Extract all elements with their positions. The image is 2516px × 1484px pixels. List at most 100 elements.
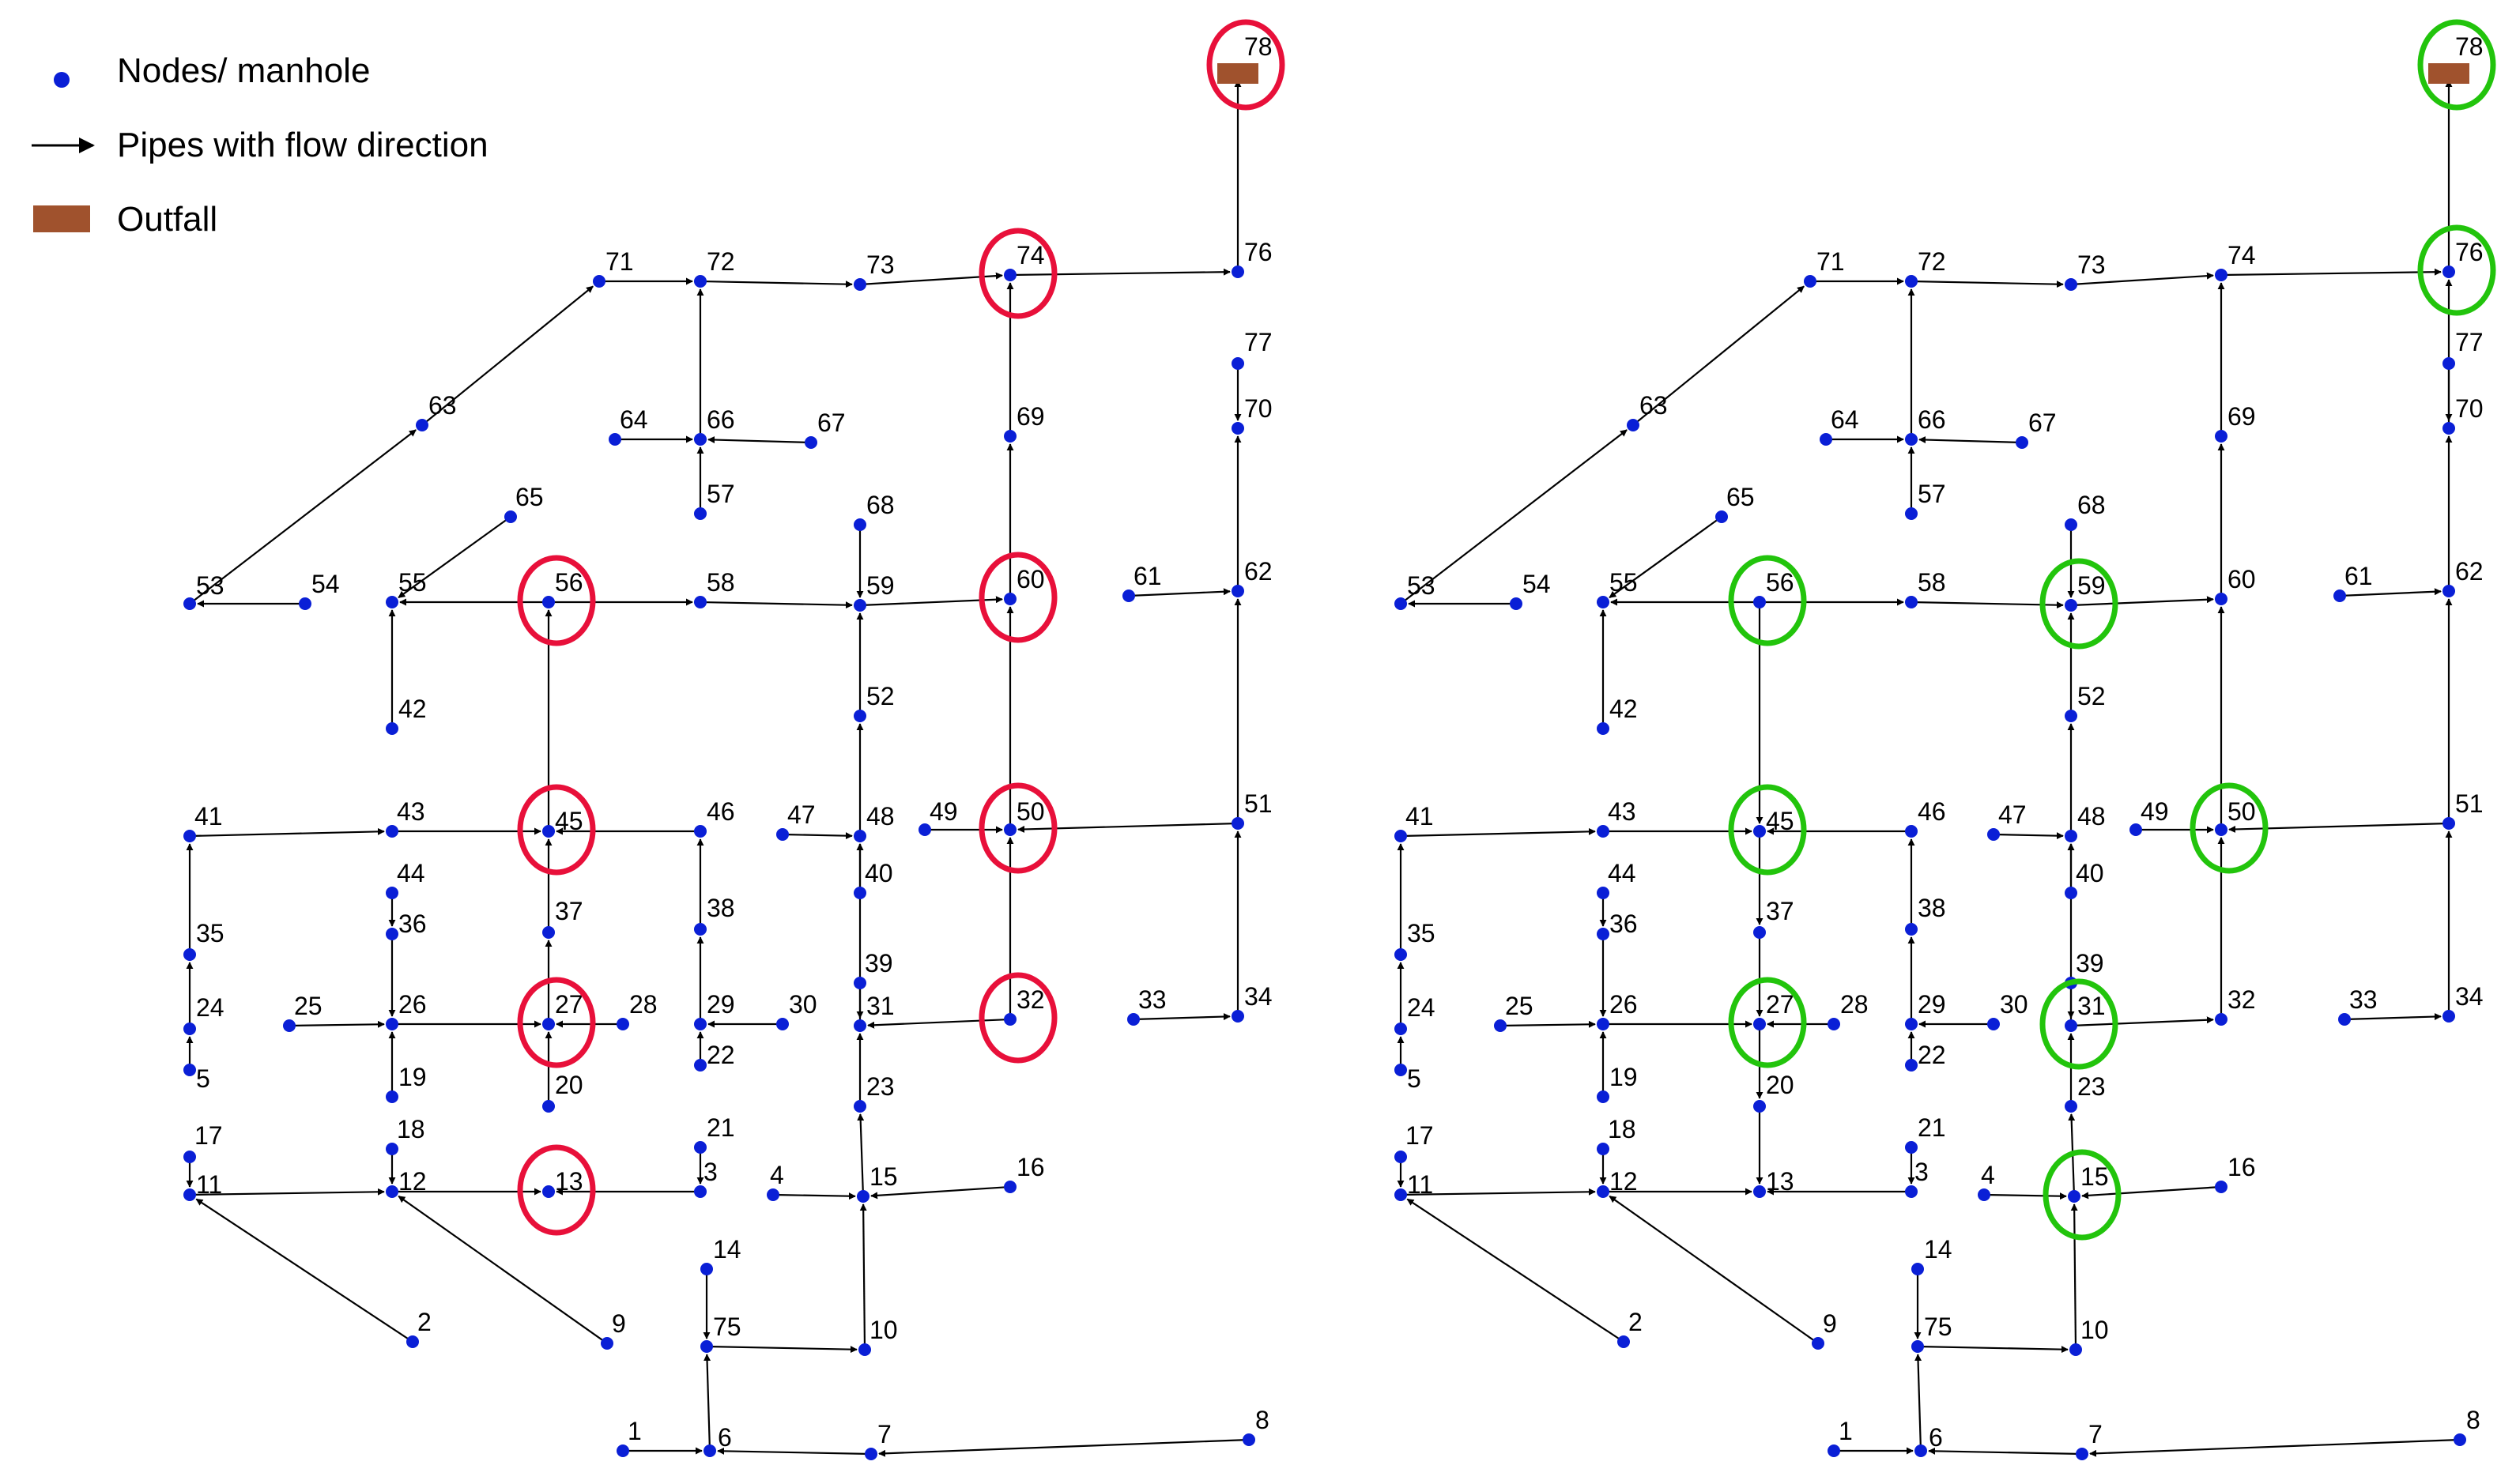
- highlight-circle-50: [979, 782, 1058, 874]
- node-14: [700, 1263, 713, 1275]
- node-label-71: 71: [1816, 247, 1845, 276]
- pipe-25-to-26: [289, 1020, 385, 1028]
- node-label-2: 2: [417, 1308, 432, 1336]
- node-label-6: 6: [718, 1423, 732, 1452]
- node-label-5: 5: [196, 1064, 210, 1093]
- node-label-31: 31: [866, 992, 895, 1020]
- node-69: [2215, 430, 2227, 443]
- node-label-78: 78: [2455, 32, 2484, 61]
- node-55: [386, 596, 398, 608]
- node-label-23: 23: [866, 1072, 895, 1101]
- node-label-64: 64: [620, 405, 648, 434]
- node-label-21: 21: [1918, 1113, 1946, 1142]
- node-label-7: 7: [877, 1420, 892, 1448]
- node-label-30: 30: [2000, 990, 2028, 1019]
- node-label-61: 61: [1134, 562, 1162, 590]
- pipe-65-to-55: [1609, 516, 1722, 599]
- legend-outfall-symbol: [33, 205, 90, 232]
- node-47: [1987, 828, 2000, 841]
- node-label-56: 56: [555, 568, 583, 597]
- node-label-53: 53: [1407, 571, 1435, 600]
- node-33: [2338, 1013, 2351, 1026]
- node-label-12: 12: [1609, 1167, 1638, 1196]
- node-57: [694, 507, 707, 520]
- outfall: [1217, 63, 1258, 84]
- node-label-39: 39: [2076, 949, 2104, 977]
- node-label-36: 36: [1609, 910, 1638, 938]
- node-label-25: 25: [1505, 992, 1533, 1020]
- node-label-75: 75: [1924, 1313, 1952, 1341]
- node-label-46: 46: [1918, 797, 1946, 826]
- node-label-39: 39: [865, 949, 893, 977]
- node-label-29: 29: [1918, 990, 1946, 1019]
- node-label-74: 74: [1017, 241, 1045, 269]
- pipe-11-to-12: [189, 1188, 385, 1196]
- node-6: [1914, 1444, 1927, 1457]
- node-label-35: 35: [1407, 919, 1435, 947]
- node-label-38: 38: [1918, 894, 1946, 922]
- pipe-7-to-6: [717, 1447, 872, 1456]
- pipe-61-to-62: [1128, 588, 1231, 597]
- node-26: [386, 1018, 398, 1030]
- highlight-circle-56: [1728, 555, 1807, 646]
- node-label-33: 33: [2349, 985, 2378, 1014]
- node-11: [183, 1188, 196, 1201]
- node-label-77: 77: [1244, 328, 1273, 356]
- node-58: [1905, 596, 1918, 608]
- node-label-25: 25: [294, 992, 323, 1020]
- node-label-66: 66: [1918, 405, 1946, 434]
- node-label-63: 63: [1639, 391, 1668, 420]
- node-37: [542, 926, 555, 939]
- node-label-77: 77: [2455, 328, 2484, 356]
- node-label-70: 70: [1244, 394, 1273, 423]
- node-label-72: 72: [1918, 247, 1946, 276]
- pipe-10-to-15: [2070, 1203, 2078, 1350]
- node-label-38: 38: [707, 894, 735, 922]
- outfall: [2428, 63, 2469, 84]
- node-59: [2065, 599, 2077, 612]
- node-46: [694, 825, 707, 838]
- pipe-61-to-62: [2339, 588, 2442, 597]
- node-label-15: 15: [2080, 1162, 2109, 1191]
- node-72: [1905, 275, 1918, 288]
- node-label-34: 34: [1244, 982, 1273, 1011]
- node-label-40: 40: [865, 859, 893, 887]
- node-3: [694, 1185, 707, 1198]
- node-17: [183, 1151, 196, 1163]
- node-23: [2065, 1100, 2077, 1113]
- node-26: [1597, 1018, 1609, 1030]
- node-label-27: 27: [1766, 990, 1794, 1019]
- node-label-10: 10: [869, 1316, 898, 1344]
- node-label-71: 71: [605, 247, 634, 276]
- node-71: [1804, 275, 1816, 288]
- node-label-46: 46: [707, 797, 735, 826]
- node-57: [1905, 507, 1918, 520]
- node-label-62: 62: [1244, 557, 1273, 586]
- pipe-47-to-48: [782, 832, 853, 840]
- legend-node-symbol: [54, 72, 70, 88]
- node-label-28: 28: [1840, 990, 1869, 1019]
- pipe-10-to-15: [859, 1203, 867, 1350]
- node-9: [601, 1337, 613, 1350]
- node-24: [1394, 1023, 1407, 1035]
- node-label-41: 41: [194, 802, 223, 831]
- node-31: [2065, 1019, 2077, 1032]
- node-62: [2442, 585, 2455, 597]
- node-label-54: 54: [1522, 570, 1551, 598]
- node-label-20: 20: [1766, 1071, 1794, 1099]
- node-label-29: 29: [707, 990, 735, 1019]
- node-label-42: 42: [1609, 695, 1638, 723]
- highlight-circle-15: [2043, 1149, 2122, 1241]
- pipe-16-to-15: [870, 1185, 1011, 1200]
- node-64: [609, 433, 621, 446]
- node-44: [1597, 887, 1609, 899]
- node-label-2: 2: [1628, 1308, 1643, 1336]
- node-47: [776, 828, 789, 841]
- pipe-8-to-7: [878, 1438, 1250, 1457]
- node-51: [2442, 817, 2455, 830]
- node-label-26: 26: [1609, 990, 1638, 1019]
- node-label-67: 67: [817, 409, 846, 437]
- node-63: [416, 419, 428, 431]
- node-38: [694, 923, 707, 936]
